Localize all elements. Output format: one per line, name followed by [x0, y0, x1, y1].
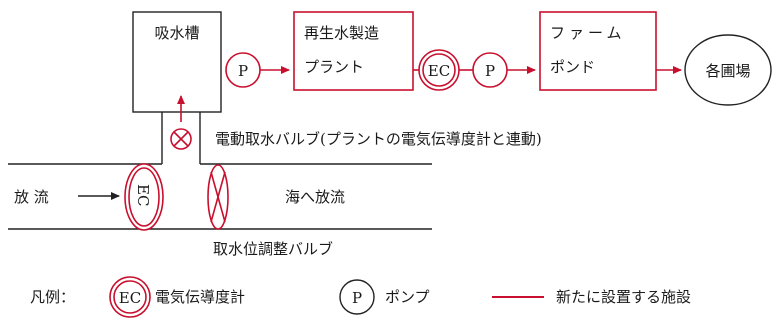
legend-pump-label: ポンプ: [385, 288, 430, 306]
level-valve-label: 取水位調整バルブ: [213, 240, 333, 258]
pump-label: P: [238, 62, 248, 80]
intake-valve-label: 電動取水バルブ(プラントの電気伝導度計と連動): [215, 130, 542, 148]
legend-title: 凡例：: [30, 288, 75, 306]
pump-label: P: [485, 62, 495, 80]
legend-pump-icon: P: [339, 279, 375, 315]
channel-ec-label: EC: [134, 184, 152, 206]
legend-line-label: 新たに設置する施設: [556, 288, 691, 306]
ec-meter-label: EC: [428, 62, 450, 80]
channel-ec-meter-icon: EC: [124, 163, 164, 231]
legend-ec-icon: EC: [109, 276, 151, 318]
legend-ec-symbol: EC: [119, 289, 141, 307]
intake-tank-label: 吸水槽: [154, 24, 199, 42]
legend: 凡例： EC 電気伝導度計 P ポンプ 新たに設置する施設: [30, 276, 691, 318]
legend-pump-symbol: P: [352, 289, 362, 307]
sea-discharge-label: 海へ放流: [285, 188, 345, 206]
legend-ec-label: 電気伝導度計: [155, 288, 245, 306]
ec-meter-icon: EC: [418, 49, 460, 91]
fields: 各圃場: [684, 34, 772, 106]
discharge-label: 放 流: [14, 188, 49, 206]
recycled-water-plant: 再生水製造 プラント: [293, 11, 414, 91]
level-valve-icon: [207, 164, 229, 230]
fields-label: 各圃場: [705, 62, 750, 80]
electric-intake-valve-icon: [170, 128, 192, 150]
plant-label-line1: 再生水製造: [304, 24, 379, 42]
pond-label-line1: ファーム: [550, 24, 626, 42]
pump-icon: P: [225, 52, 261, 88]
plant-label-line2: プラント: [304, 58, 364, 76]
intake-tank: 吸水槽: [132, 11, 222, 113]
pond-label-line2: ポンド: [550, 58, 595, 76]
farm-pond: ファーム ポンド: [539, 11, 657, 91]
pump-icon: P: [472, 52, 508, 88]
